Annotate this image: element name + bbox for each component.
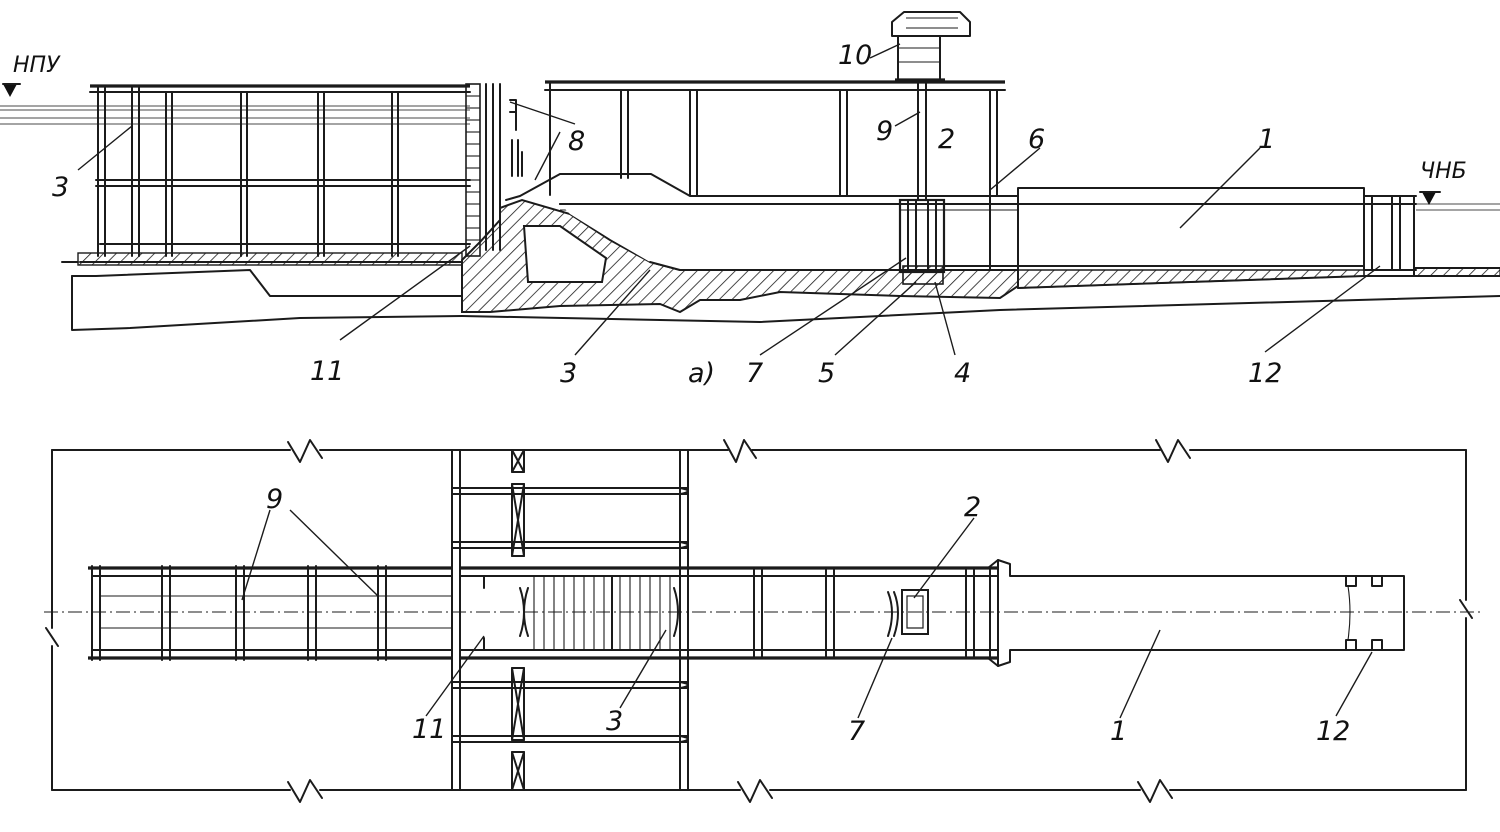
label-3-mid: 3	[560, 358, 577, 389]
label-8: 8	[568, 126, 585, 157]
dam-crest-band	[451, 449, 689, 791]
plan-conduit	[459, 559, 1405, 667]
plan-label-7: 7	[848, 716, 865, 747]
plan-label-9: 9	[266, 484, 283, 515]
plan-view: 9 2 11 3 7 1 12	[44, 439, 1480, 803]
service-gate	[898, 198, 946, 285]
gatehouse-building	[544, 80, 1006, 201]
label-4: 4	[954, 358, 971, 389]
label-10: 10	[838, 40, 872, 71]
upstream-level-marker: НПУ	[2, 53, 61, 97]
intake-trestle	[89, 84, 471, 257]
label-12: 12	[1248, 358, 1282, 389]
plan-trestle	[88, 565, 453, 661]
longitudinal-section: НПУ	[0, 11, 1500, 389]
plan-label-11: 11	[412, 714, 446, 745]
downstream-level-label: ЧНБ	[1420, 159, 1467, 184]
label-11: 11	[310, 356, 344, 387]
label-6: 6	[1028, 124, 1045, 155]
outlet-conduit	[943, 187, 1500, 289]
plan-label-2: 2	[964, 492, 981, 523]
label-2: 2	[938, 124, 955, 155]
plan-label-1: 1	[1110, 716, 1127, 747]
section-a-subtitle: а)	[688, 358, 715, 389]
bulkhead-slots	[509, 99, 523, 177]
label-1: 1	[1258, 124, 1275, 155]
intake-concrete	[461, 198, 1019, 314]
label-3-left: 3	[52, 172, 69, 203]
label-5: 5	[818, 358, 835, 389]
gate-hoist	[891, 11, 971, 82]
plan-label-12: 12	[1316, 716, 1350, 747]
upstream-level-label: НПУ	[13, 53, 61, 78]
downstream-level-marker: ЧНБ	[1419, 159, 1467, 205]
label-7: 7	[746, 358, 763, 389]
plan-label-3: 3	[606, 706, 623, 737]
label-9: 9	[876, 116, 893, 147]
